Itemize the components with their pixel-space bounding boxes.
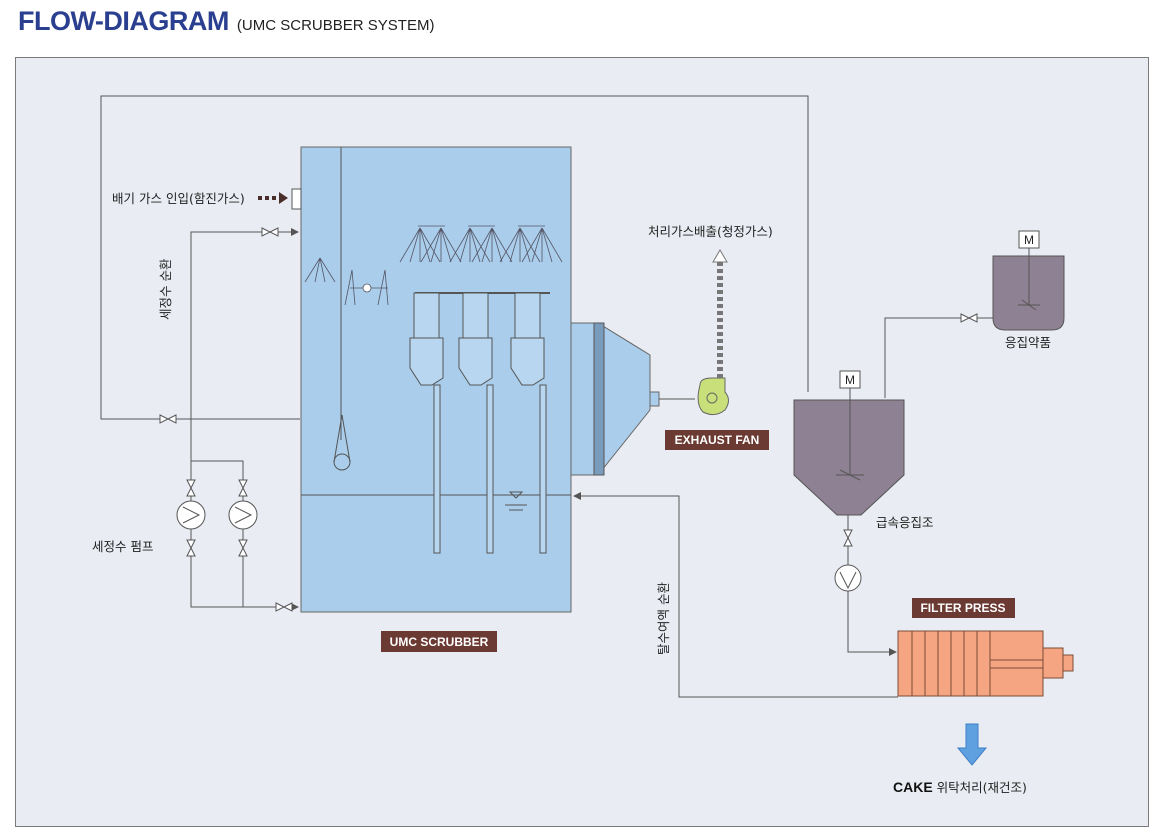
slurry-pump	[834, 564, 862, 592]
inlet-arrow	[258, 188, 302, 210]
inlet-gas-label: 배기 가스 인입(함진가스)	[112, 191, 245, 206]
wash-water-circulation-label: 세정수 순환	[158, 258, 173, 320]
tag-exhaust-fan: EXHAUST FAN	[665, 430, 769, 450]
valves	[159, 227, 978, 612]
cake-label: CAKE 위탁처리(재건조)	[893, 779, 1027, 795]
tag-filter-press: FILTER PRESS	[912, 598, 1015, 618]
spray-nozzles	[304, 225, 563, 306]
tag-umc-scrubber: UMC SCRUBBER	[381, 631, 497, 652]
filter-press	[897, 630, 1074, 697]
svg-text:EXHAUST FAN: EXHAUST FAN	[675, 433, 760, 447]
cake-arrow	[956, 723, 988, 766]
motor-label-2: M	[845, 373, 855, 387]
treated-gas-arrow	[712, 249, 728, 378]
svg-text:UMC SCRUBBER: UMC SCRUBBER	[390, 635, 489, 649]
motor-label-1: M	[1024, 233, 1034, 247]
cyclone-tubes	[409, 292, 547, 554]
cake-label-bold: CAKE	[893, 779, 933, 795]
rapid-coagulation-tank: M	[793, 370, 905, 516]
exhaust-fan	[659, 377, 729, 416]
treated-gas-label: 처리가스배출(청정가스)	[648, 224, 773, 239]
coagulant-label: 응집약품	[1005, 335, 1051, 350]
title-main: FLOW-DIAGRAM	[18, 6, 229, 36]
rapid-coagulation-tank-label: 급속응집조	[876, 515, 934, 530]
svg-text:FILTER PRESS: FILTER PRESS	[920, 601, 1005, 615]
title-sub: (UMC SCRUBBER SYSTEM)	[236, 17, 435, 34]
coagulant-tank: M	[992, 230, 1065, 331]
wash-water-pump-2	[228, 500, 258, 530]
wash-water-pump-1	[176, 500, 206, 530]
cake-label-rest: 위탁처리(재건조)	[933, 780, 1027, 795]
page-title: FLOW-DIAGRAM (UMC SCRUBBER SYSTEM)	[18, 6, 434, 37]
dewater-circulation-label: 탈수여액 순환	[656, 582, 671, 655]
wash-water-pump-label: 세정수 펌프	[92, 539, 153, 554]
